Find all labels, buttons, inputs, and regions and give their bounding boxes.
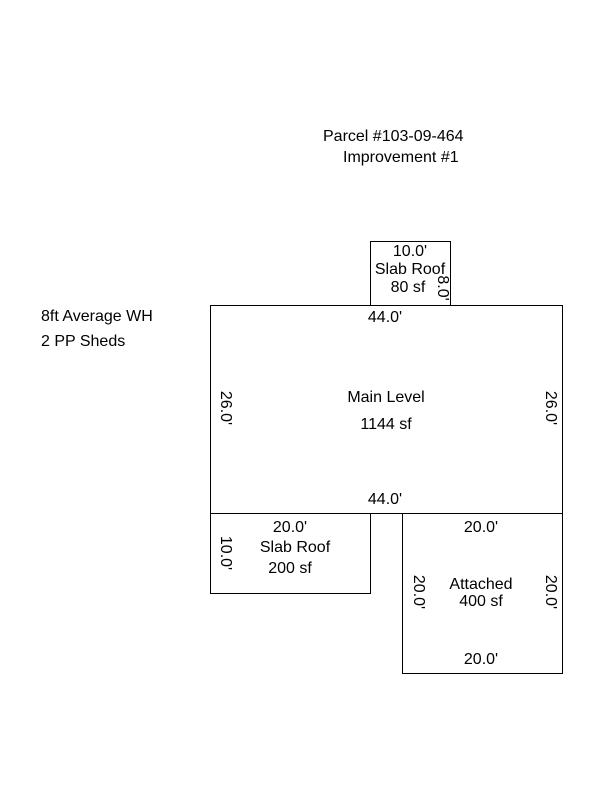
main-level-outline	[210, 305, 563, 514]
attached-outline	[402, 513, 563, 674]
note-sheds: 2 PP Sheds	[41, 333, 126, 350]
bottom-slab-depth-dim: 10.0'	[217, 535, 234, 571]
main-level-label: Main Level	[347, 389, 425, 406]
attached-area: 400 sf	[459, 593, 503, 610]
attached-right-dim: 20.0'	[542, 574, 559, 610]
bottom-slab-outline	[210, 513, 371, 594]
improvement-title: Improvement #1	[343, 149, 459, 166]
main-bottom-dim: 44.0'	[367, 491, 403, 508]
top-slab-area: 80 sf	[390, 279, 426, 296]
bottom-slab-width-dim: 20.0'	[272, 519, 308, 536]
parcel-title: Parcel #103-09-464	[323, 128, 464, 145]
bottom-slab-area: 200 sf	[268, 560, 312, 577]
top-slab-label: Slab Roof	[374, 261, 446, 278]
main-level-area: 1144 sf	[360, 416, 412, 433]
attached-left-dim: 20.0'	[410, 574, 427, 610]
attached-top-dim: 20.0'	[463, 519, 499, 536]
main-right-dim: 26.0'	[542, 390, 559, 426]
note-wall-height: 8ft Average WH	[41, 308, 153, 325]
main-left-dim: 26.0'	[217, 390, 234, 426]
top-slab-width-dim: 10.0'	[392, 243, 428, 260]
main-top-dim: 44.0'	[367, 309, 403, 326]
top-slab-depth-dim: 8.0'	[434, 275, 451, 301]
attached-label: Attached	[449, 576, 513, 593]
bottom-slab-label: Slab Roof	[259, 539, 331, 556]
attached-bottom-dim: 20.0'	[463, 651, 499, 668]
